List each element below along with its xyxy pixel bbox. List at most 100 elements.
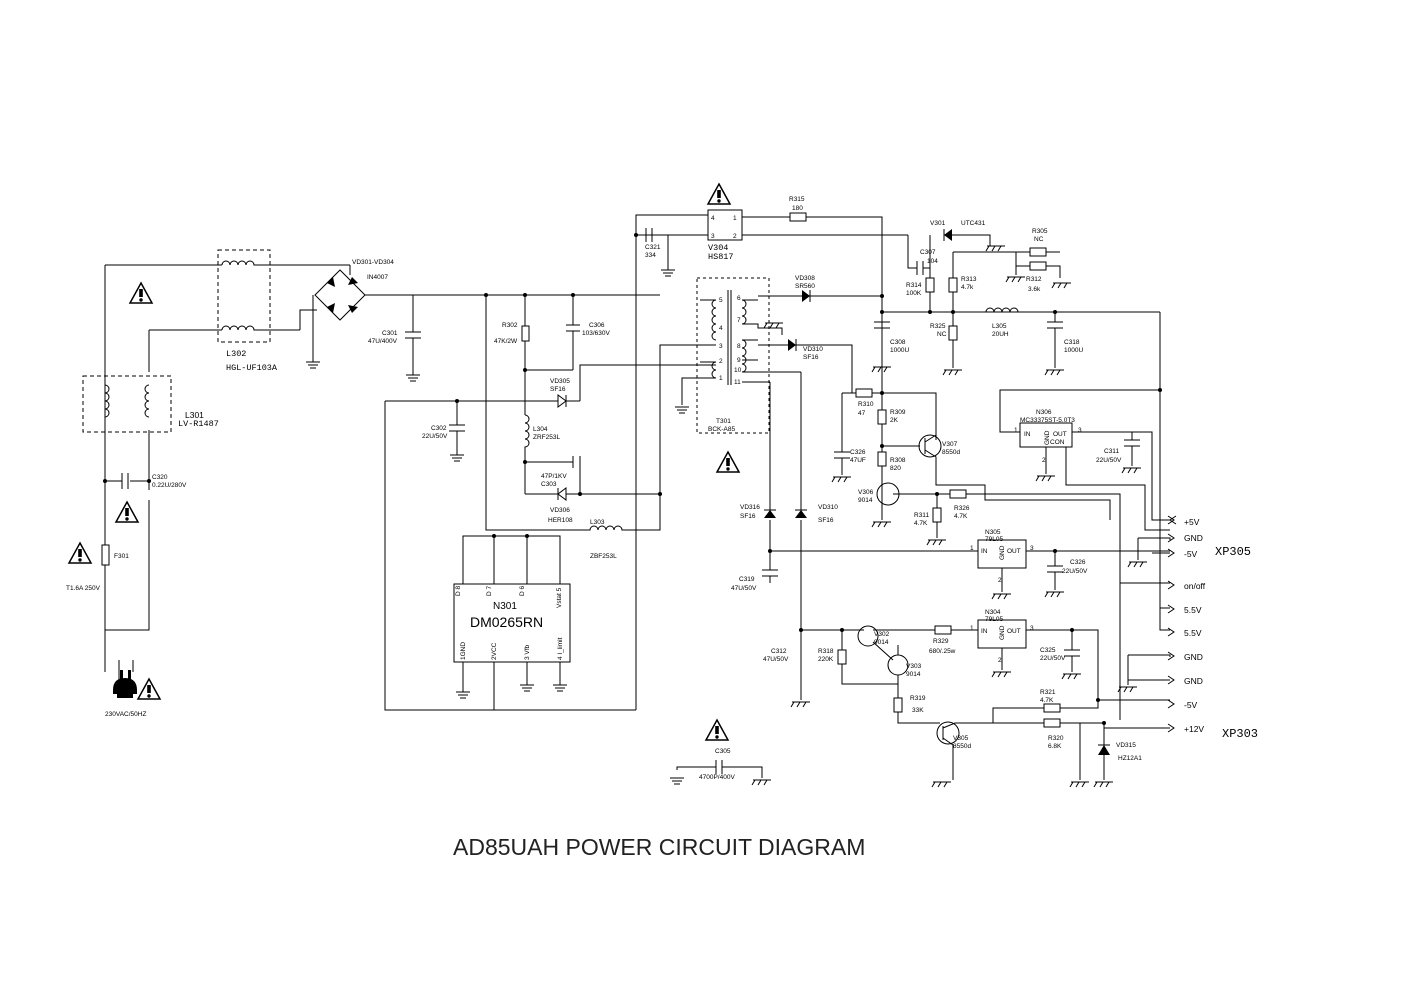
vd315-value: HZ12A1 [1118, 755, 1142, 762]
v301-value: UTC431 [961, 220, 986, 227]
c311-value: 22U/50V [1096, 457, 1122, 464]
l305-ref: L305 [992, 323, 1007, 330]
v305-value: 8550d [953, 743, 971, 750]
l303-value: ZBF253L [590, 553, 617, 560]
r313-value: 4.7k [961, 284, 974, 291]
r321-value: 4.7K [1040, 697, 1054, 704]
r302-ref: R302 [502, 322, 518, 329]
v304-ref: V304 [708, 243, 728, 253]
n301-pin-d7: D 7 [486, 586, 493, 597]
r312-ref: R312 [1026, 276, 1042, 283]
v304-pin-4: 4 [711, 215, 715, 222]
n304-pin3: 3 [1030, 625, 1034, 632]
n306-gnd: GND [1044, 430, 1051, 445]
t301-pin-3: 3 [719, 343, 723, 350]
n301-pin-ilimit: 4 I_limit [557, 637, 564, 660]
t301-pin-9: 9 [737, 357, 741, 364]
plug-label: 230VAC/50HZ [105, 711, 146, 718]
n306-pin3: 3 [1078, 427, 1082, 434]
vd316-ref: VD316 [740, 504, 760, 511]
v304-pin-1: 1 [733, 215, 737, 222]
t301-pin-4: 4 [719, 325, 723, 332]
n306-ref: N306 [1036, 409, 1052, 416]
vd308-ref: VD308 [795, 275, 815, 282]
r312-value: 3.6k [1028, 286, 1041, 293]
r320-ref: R320 [1048, 735, 1064, 742]
n304-ref: N304 [985, 609, 1001, 616]
xp305-pin-onoff: on/off [1184, 581, 1206, 591]
t301-pin-5: 5 [719, 297, 723, 304]
r302-value: 47K/2W [494, 338, 518, 345]
v306-ref: V306 [858, 489, 874, 496]
r313-ref: R313 [961, 276, 977, 283]
n304-out: OUT [1007, 628, 1021, 635]
regulators: N306 MC33375ST-5.0T3 IN OUT CON GND 1 3 … [970, 409, 1170, 729]
connectors: +5V GND -5V on/off 5.5V 5.5V XP305 GND G… [1117, 515, 1258, 741]
r309-value: 2K [890, 417, 899, 424]
vd315-ref: VD315 [1116, 742, 1136, 749]
l304-ref: L304 [533, 426, 548, 433]
n305-in: IN [981, 548, 988, 555]
r325-value: NC [937, 331, 947, 338]
v302-ref: V302 [874, 631, 890, 638]
primary-side: C301 47U/400V R302 47K/2W C306 103/630V … [368, 183, 772, 786]
c305-ref: C305 [715, 748, 731, 755]
xp305-pin-5v5-a: 5.5V [1184, 605, 1202, 615]
v306-value: 9014 [858, 497, 873, 504]
v304-pin-2: 2 [733, 233, 737, 240]
n301-part: DM0265RN [470, 614, 543, 630]
mains-input: C320 0.22U/280V F301 T1.6A 250V 230VAC/5… [66, 249, 350, 718]
r305-value: NC [1034, 236, 1044, 243]
r321-ref: R321 [1040, 689, 1056, 696]
diagram-title: AD85UAH POWER CIRCUIT DIAGRAM [453, 834, 866, 860]
c307-ref: C307 [920, 249, 936, 256]
c303-ref: C303 [541, 481, 557, 488]
c326b-value: 47UF [850, 457, 866, 464]
c326b-ref: C326 [850, 449, 866, 456]
r329-value: 680/.25w [929, 648, 956, 655]
n305-gnd: GND [999, 545, 1006, 560]
r315-ref: R315 [789, 196, 805, 203]
c306-value: 103/630V [582, 330, 610, 337]
bridge-value: IN4007 [367, 274, 388, 281]
c325-ref: C325 [1040, 647, 1056, 654]
secondary-side: VD308 SR560 VD310 SF16 C308 1000U V301 U… [731, 220, 1170, 788]
c302-ref: C302 [431, 425, 447, 432]
n301-pin-vstat: Vstat 5 [556, 587, 563, 608]
r310-ref: R310 [858, 401, 874, 408]
xp305-pin-neg5v: -5V [1184, 549, 1198, 559]
t301-pin-7: 7 [737, 317, 741, 324]
n306-in: IN [1024, 431, 1031, 438]
c306-ref: C306 [589, 322, 605, 329]
r325-ref: R325 [930, 323, 946, 330]
ic-n301: D 8 D 7 D 6 Vstat 5 1GND 2VCC 3 Vfb 4 I_… [453, 534, 571, 710]
optocoupler-v304: 4 1 3 2 V304 HS817 R315 180 [707, 196, 908, 520]
vd308-value: SR560 [795, 283, 815, 290]
fuse-f301 [101, 544, 110, 566]
n301-pin-d8: D 8 [455, 586, 462, 597]
t301-ref: T301 [716, 418, 731, 425]
c320-value: 0.22U/280V [152, 482, 187, 489]
n304-in: IN [981, 628, 988, 635]
t301-pin-2: 2 [719, 358, 723, 365]
n301-ref: N301 [493, 601, 517, 612]
r308-value: 820 [890, 465, 901, 472]
xp303-ref: XP303 [1222, 727, 1258, 741]
r315-value: 180 [792, 205, 803, 212]
t301-pin-8: 8 [737, 343, 741, 350]
r318-value: 220K [818, 656, 834, 663]
l304-value: ZRF253L [533, 434, 560, 441]
l302-value: HGL-UF103A [226, 363, 278, 373]
n306-out: OUT [1053, 431, 1067, 438]
n304-pin1: 1 [970, 625, 974, 632]
r314-ref: R314 [906, 282, 922, 289]
r318-ref: R318 [818, 648, 834, 655]
r309-ref: R309 [890, 409, 906, 416]
c312-value: 47U/50V [763, 656, 789, 663]
vd310b-ref: VD310 [818, 504, 838, 511]
plug-icon [104, 660, 137, 698]
v303-ref: V303 [906, 663, 922, 670]
c319-value: 47U/50V [731, 585, 757, 592]
n301-pin-vcc: 2VCC [491, 642, 498, 660]
vd310-value: SF16 [803, 354, 819, 361]
